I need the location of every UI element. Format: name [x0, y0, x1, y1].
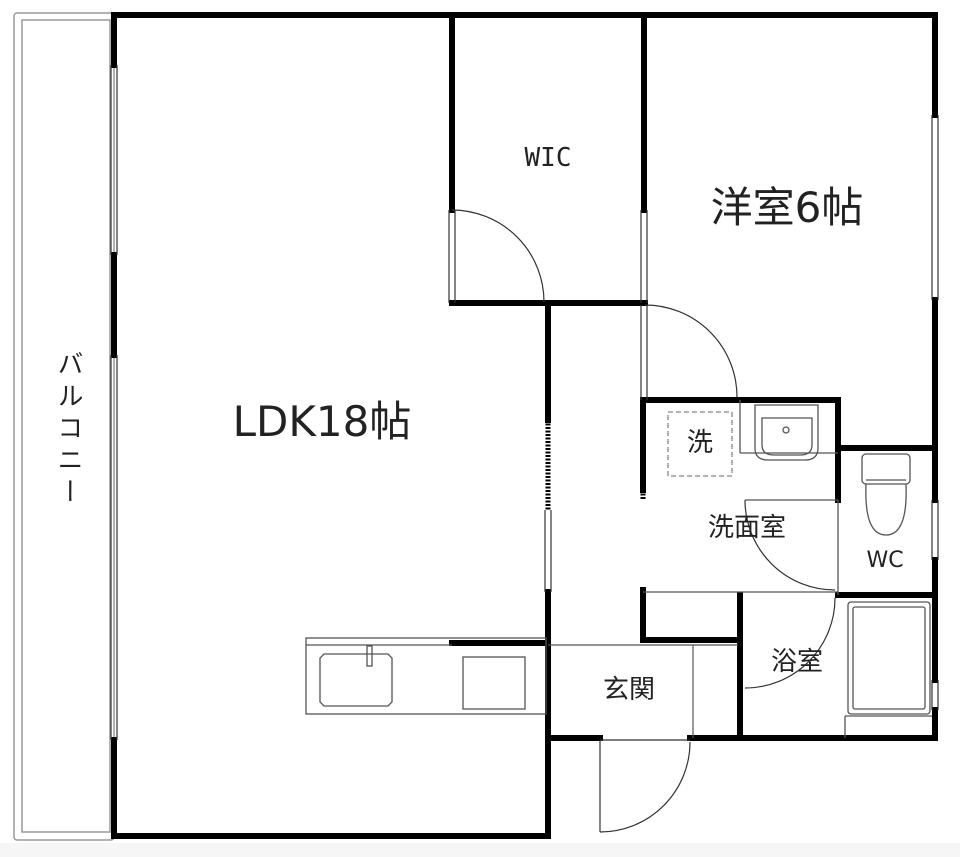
door-swings	[451, 209, 836, 833]
bathroom-label: 浴室	[770, 647, 824, 677]
washroom-label: 洗面室	[707, 513, 787, 543]
entrance-label: 玄関	[602, 675, 656, 705]
washer-label: 洗	[686, 428, 714, 458]
bathtub	[844, 601, 932, 738]
western-room-label: 洋室6帖	[710, 183, 864, 232]
windows	[110, 65, 939, 740]
entrance-step	[548, 644, 738, 738]
walls	[111, 12, 938, 839]
balcony-area	[13, 12, 115, 841]
balcony-label: バルコニー	[53, 350, 83, 510]
bottom-margin	[0, 843, 960, 857]
wic-label: WIC	[524, 143, 572, 173]
ldk-label: LDK18帖	[232, 397, 412, 446]
wc-label: WC	[866, 548, 904, 573]
washroom-fixtures	[643, 400, 839, 595]
kitchen-counter	[305, 637, 547, 715]
toilet	[861, 453, 911, 536]
sliding-doors	[545, 410, 646, 510]
